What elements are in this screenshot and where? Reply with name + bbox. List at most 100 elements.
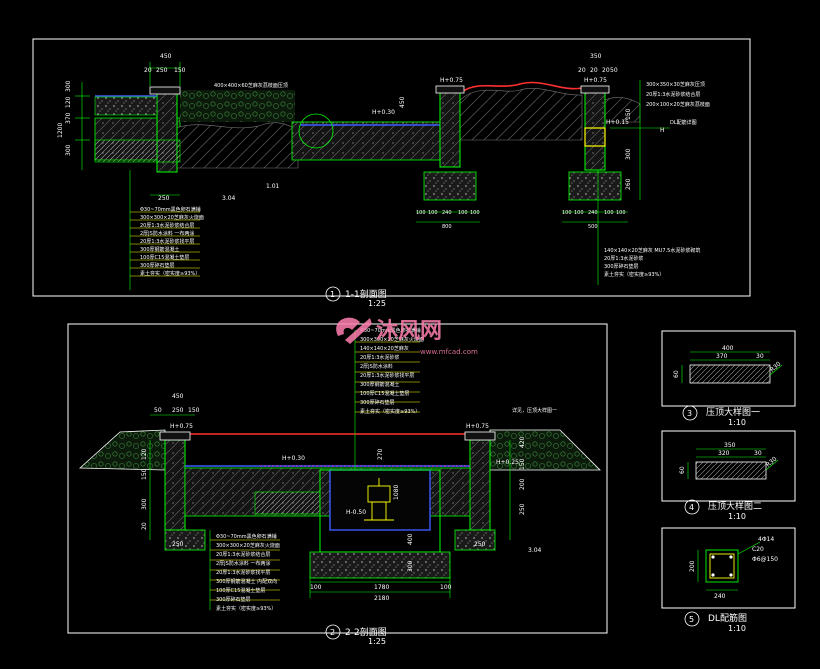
drawing-3-frame (661, 330, 796, 407)
d5-note-3: Φ6@150 (752, 556, 778, 563)
d3-dim-h: 60 (673, 370, 680, 378)
pier-1 (439, 91, 461, 168)
d1-right-top-dim-5: 50 (610, 67, 618, 74)
d3-dim-a: 370 (716, 353, 728, 360)
pit-base (309, 551, 451, 579)
d2-bottom-layer-7: 100厚C15混凝土垫层 (216, 587, 265, 594)
d1-scale: 1:25 (368, 299, 386, 308)
d1-right-top-dim-4: 20 (602, 67, 610, 74)
d1-bottom-a-4: 100 (458, 210, 468, 216)
d1-mid-dim: 450 (399, 96, 406, 108)
d1-title-number: 1 (330, 290, 335, 299)
pebble-layer-1 (94, 96, 158, 116)
d1-elev-right: H (660, 127, 665, 134)
d2-bottom-layer-9: 素土夯实（密实度≥93%） (216, 605, 276, 612)
d2-left-v-2: 150 (141, 468, 148, 480)
d1-top-dim-1: 450 (160, 53, 172, 60)
d2-top-layer-2: 300×300×20芝麻灰火烧面 (360, 336, 424, 343)
d2-top-layer-6: 20厚1:3水泥砂浆找平层 (360, 372, 414, 379)
d2-title-number: 2 (330, 628, 335, 637)
watermark: 沐风网 www.mfcad.com (336, 317, 478, 356)
d1-elev-mid: H+0.30 (372, 109, 395, 116)
d2-right-v-3: 200 (519, 478, 526, 490)
pier-2 (584, 91, 606, 171)
d2-title: 2-2剖面图 (345, 626, 387, 638)
soil-mound-2 (459, 88, 583, 141)
d2-top-layer-7: 300厚钢筋混凝土 (360, 381, 400, 388)
d5-dim-h: 200 (689, 560, 696, 572)
drawing-5-frame (661, 527, 796, 609)
mid-channel-1 (291, 121, 443, 161)
d2-bottom-dim-2: 1780 (374, 584, 389, 591)
d1-right-layer-3: 300厚碎石垫层 (604, 263, 639, 270)
d2-bottom-layer-4: 2厚JS防水涂料 一布两涂 (216, 560, 270, 567)
d1-layer-1: Φ30~70mm黑色卵石满铺 (140, 206, 201, 213)
d2-bottom-total: 2180 (374, 595, 389, 602)
d4-scale: 1:10 (728, 512, 746, 521)
d2-mid-v-4: 300 (407, 560, 414, 572)
d1-right-label-1: 300×350×30芝麻灰压顶 (646, 81, 705, 88)
d2-left-v-3: 300 (141, 498, 148, 510)
planting-1 (180, 90, 295, 122)
side-footing-left (164, 529, 206, 551)
d1-right-label-4: DL配筋详图 (670, 119, 697, 126)
d2-left-bottom-dim: 250 (172, 541, 184, 548)
d2-top-dim-2: 50 (154, 407, 162, 414)
d1-detail-tag-2: 3.04 (222, 195, 236, 202)
d1-layer-2: 300×300×20芝麻灰火烧面 (140, 214, 204, 221)
d1-bottom-a-total: 800 (442, 224, 452, 230)
d2-elev-water: H+0.30 (282, 455, 305, 462)
d1-bottom-b-4: 100 (604, 210, 614, 216)
d3-dim-b: 30 (756, 353, 764, 360)
d2-elev-bottom: H-0.50 (346, 509, 366, 516)
d2-left-v-1: 120 (141, 448, 148, 460)
watermark-logo-icon (336, 317, 372, 344)
drawing-4-frame (661, 430, 796, 502)
pier-1-footing (423, 171, 477, 201)
d2-top-layer-8: 100厚C15混凝土垫层 (360, 390, 409, 397)
d1-bottom-a-5: 100 (470, 210, 480, 216)
pier-2-cap (580, 85, 610, 94)
d2-top-dim-3: 250 (172, 407, 184, 414)
d2-bottom-layer-8: 300厚碎石垫层 (216, 596, 251, 603)
d2-bottom-layer-2: 300×300×20芝麻灰火烧面 (216, 542, 280, 549)
d2-top-dim-4: 150 (188, 407, 200, 414)
d1-right-layer-1: 140×140×20芝麻灰 MU7.5水泥砂浆砌筑 (604, 247, 700, 254)
d2-elev-top-right: H+0.75 (466, 423, 489, 430)
d2-mid-v-3: 400 (407, 533, 414, 545)
d2-bottom-dim-3: 100 (440, 584, 452, 591)
d1-title: 1-1剖面图 (345, 288, 387, 300)
left-mound-2 (78, 429, 166, 471)
watermark-text: 沐风网 (376, 319, 442, 344)
d3-title-circle (682, 405, 698, 421)
detail-callout-1 (298, 113, 334, 149)
d5-rebar-dots (711, 555, 733, 577)
d1-v-dim-3: 370 (65, 112, 72, 124)
d1-top-dim-4: 250 (156, 67, 168, 74)
d1-coping-note: 400×400×60芝麻灰荔枝面压顶 (214, 82, 288, 89)
d1-layer-7: 100厚C15混凝土垫层 (140, 254, 189, 261)
pump-pit (329, 469, 431, 531)
outer-wall-left (164, 439, 186, 531)
d4-dim-h: 60 (679, 466, 686, 474)
d1-elev-left: H+0.75 (440, 77, 463, 84)
d2-elev-top-left: H+0.75 (170, 423, 193, 430)
d1-layer-5: 20厚1:3水泥砂浆找平层 (140, 238, 194, 245)
d3-dim-r: R30 (769, 360, 783, 373)
d5-stirrup (709, 553, 735, 579)
d1-layer-8: 300厚碎石垫层 (140, 262, 175, 269)
d2-title-circle (325, 624, 341, 640)
d2-top-layer-9: 300厚碎石垫层 (360, 399, 395, 406)
drawing-2-section (78, 330, 601, 610)
d1-v-dim-4: 1200 (57, 123, 64, 138)
d2-bottom-layer-6: 300厚钢筋混凝土 内配双向 (216, 578, 277, 585)
side-footing-right (454, 529, 496, 551)
d2-top-layer-1: Φ30~70mm黑色卵石满铺 (360, 327, 421, 334)
red-top-1 (461, 81, 583, 93)
d4-dim-total: 350 (724, 442, 736, 449)
d1-title-circle (325, 286, 341, 302)
d1-bottom-a-3: 240 (442, 210, 452, 216)
pier-2-beam (584, 127, 606, 147)
d2-right-note: 详见，压顶大样图一 (512, 407, 557, 414)
d1-top-dim-3: 20 (144, 67, 152, 74)
